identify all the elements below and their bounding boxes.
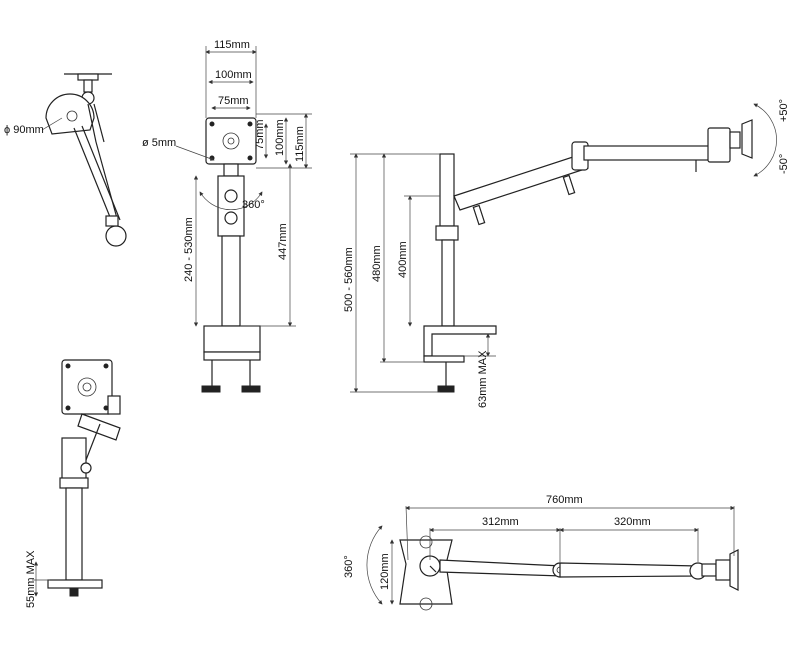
dim-tilt-up: +50° [778,99,790,122]
dim-rot360-top: 360° [343,555,355,578]
top-view [399,535,739,611]
dim-arm312: 312mm [482,516,519,528]
dia90-leader [41,117,63,131]
dim-w115-top: 115mm [214,39,250,51]
tilt-arc [753,103,777,177]
front-view [201,117,261,393]
dim-dia5: ø 5mm [142,137,176,149]
dim-arm320: 320mm [614,516,651,528]
ceiling-mount-view [45,73,127,247]
dim-clamp55: 55mm MAX [25,550,37,608]
side-view [423,119,753,393]
dim-w120: 120mm [379,553,391,590]
dim-h75: 75mm [254,119,266,150]
dim-rot360-front: 360° [242,199,265,211]
dim-clamp63: 63mm MAX [477,350,489,408]
dim-h480: 480mm [371,245,383,282]
dim-h500-560: 500 - 560mm [343,247,355,312]
dim-w100: 100mm [215,69,252,81]
pole-perspective-view [47,359,121,597]
rotation-arc-top [366,525,383,605]
dim-h447: 447mm [277,223,289,260]
rotation-arc-front [199,191,263,210]
dim-h400: 400mm [397,241,409,278]
dim-reach760: 760mm [546,494,583,506]
dim-dia90: ϕ 90mm [4,124,44,136]
dim-tilt-down: -50° [778,154,790,174]
dim-w75: 75mm [218,95,249,107]
dim-h115: 115mm [294,126,306,162]
dim-h100: 100mm [274,119,286,156]
dim-range240-530: 240 - 530mm [183,217,195,282]
